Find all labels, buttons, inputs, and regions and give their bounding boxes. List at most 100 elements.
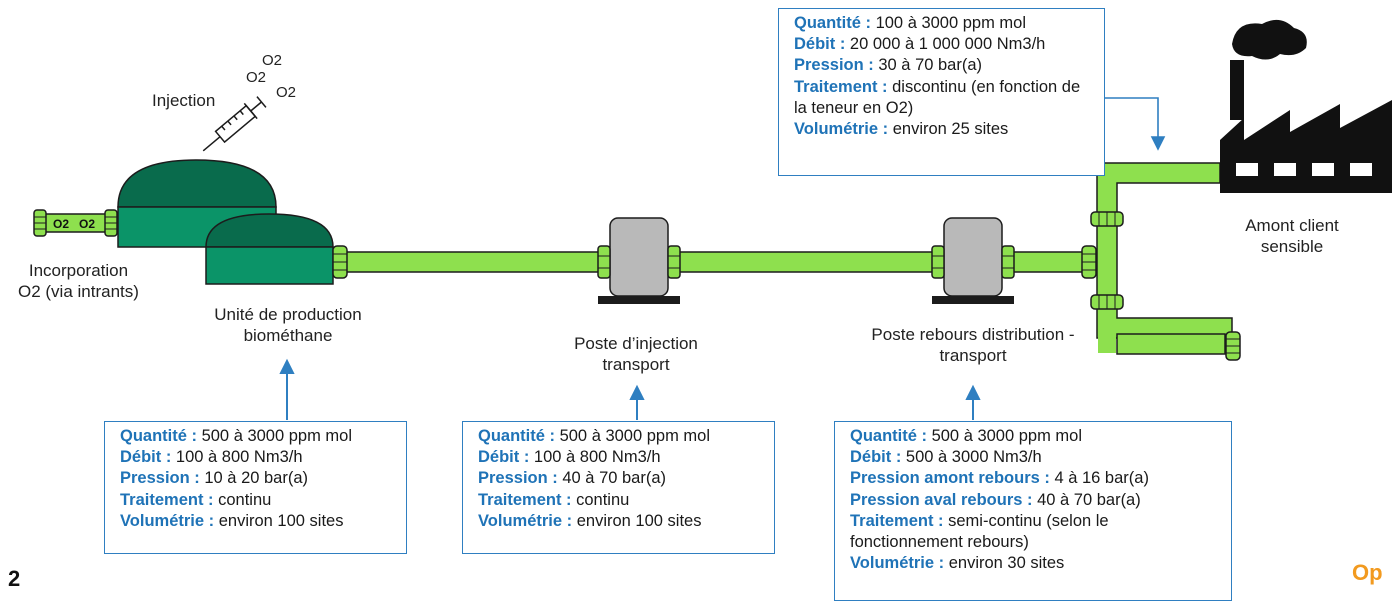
info-row: Volumétrie : environ 30 sites — [850, 553, 1221, 574]
coupling-riser-top — [1090, 211, 1124, 227]
info-key: Pression : — [794, 56, 874, 75]
info-key: Traitement : — [478, 490, 572, 509]
production-unit-label: Unité de production biométhane — [200, 304, 376, 346]
info-key: Volumétrie : — [794, 120, 889, 139]
info-value: 20 000 à 1 000 000 Nm3/h — [845, 35, 1046, 54]
info-row: Quantité : 500 à 3000 ppm mol — [478, 426, 764, 447]
o2-molecule-label-c: O2 — [276, 84, 297, 101]
info-key: Pression : — [120, 469, 200, 488]
info-key: Débit : — [794, 35, 846, 54]
rebours-station-label: Poste rebours distribution - transport — [840, 324, 1106, 366]
coupling-intake-left — [33, 209, 47, 237]
info-value: 500 à 3000 ppm mol — [927, 427, 1083, 445]
info-key: Pression amont rebours : — [850, 469, 1050, 488]
pipe-branch-bottom — [1116, 333, 1226, 355]
info-key: Traitement : — [120, 490, 214, 509]
info-value: 500 à 3000 Nm3/h — [901, 448, 1042, 467]
info-value: 4 à 16 bar(a) — [1049, 469, 1149, 488]
rebours-station-label-line1: Poste rebours distribution - — [871, 325, 1075, 344]
production-unit-label-line2: biométhane — [243, 326, 333, 345]
info-key: Débit : — [850, 448, 902, 467]
info-row: Pression : 40 à 70 bar(a) — [478, 468, 764, 489]
info-row: Pression aval rebours : 40 à 70 bar(a) — [850, 490, 1221, 511]
pipe-middle — [673, 251, 947, 273]
info-row: Quantité : 100 à 3000 ppm mol — [794, 13, 1094, 34]
rebours-station-label-line2: transport — [939, 346, 1007, 365]
info-value: semi-continu (selon le fonctionnement re… — [850, 511, 1109, 552]
info-key: Volumétrie : — [850, 554, 945, 573]
info-value: continu — [571, 490, 630, 509]
pipe-o2-label-1: O2 — [53, 217, 69, 231]
info-key: Pression aval rebours : — [850, 490, 1033, 509]
info-row: Traitement : continu — [120, 490, 396, 511]
syringe-icon — [202, 96, 267, 152]
info-value: environ 25 sites — [888, 120, 1009, 139]
info-key: Volumétrie : — [120, 511, 215, 530]
arrow-production — [279, 358, 295, 420]
client-label: Amont client sensible — [1224, 215, 1360, 257]
client-label-line1: Amont client — [1245, 216, 1339, 235]
station-rebours — [931, 217, 1015, 304]
o2-molecule-label-b: O2 — [246, 69, 267, 86]
arrow-injection — [629, 384, 645, 420]
incorporation-label-line1: Incorporation — [28, 261, 129, 280]
production-unit-label-line1: Unité de production — [214, 305, 362, 324]
pipe-intake — [39, 213, 113, 233]
coupling-digester-out — [332, 245, 348, 279]
info-value: 30 à 70 bar(a) — [873, 56, 983, 75]
info-key: Débit : — [478, 448, 530, 467]
info-row: Pression : 30 à 70 bar(a) — [794, 55, 1094, 76]
coupling-riser-bottom — [1090, 294, 1124, 310]
info-row: Traitement : semi-continu (selon le fonc… — [850, 511, 1221, 553]
info-row: Quantité : 500 à 3000 ppm mol — [850, 426, 1221, 447]
coupling-junction — [1081, 245, 1097, 279]
client-label-line2: sensible — [1260, 237, 1324, 256]
info-row: Volumétrie : environ 100 sites — [120, 511, 396, 532]
info-value: 40 à 70 bar(a) — [1032, 490, 1141, 509]
station-injection — [597, 217, 681, 304]
info-value: environ 100 sites — [214, 511, 344, 530]
pipe-riser — [1096, 162, 1233, 356]
info-key: Quantité : — [850, 427, 927, 445]
info-row: Débit : 20 000 à 1 000 000 Nm3/h — [794, 34, 1094, 55]
pipe-o2-label-2: O2 — [79, 217, 95, 231]
info-value: 100 à 800 Nm3/h — [171, 448, 303, 467]
info-value: continu — [213, 490, 272, 509]
coupling-end-cap — [1225, 331, 1241, 361]
info-key: Pression : — [478, 469, 558, 488]
info-key: Traitement : — [850, 511, 944, 530]
info-value: 100 à 3000 ppm mol — [871, 14, 1027, 32]
info-value: 100 à 800 Nm3/h — [529, 448, 661, 467]
info-key: Quantité : — [794, 14, 871, 32]
info-row: Volumétrie : environ 25 sites — [794, 119, 1094, 140]
pipe-to-junction — [1009, 251, 1089, 273]
info-key: Débit : — [120, 448, 172, 467]
info-key: Volumétrie : — [478, 511, 573, 530]
info-value: 500 à 3000 ppm mol — [197, 427, 353, 445]
injection-station-label-line1: Poste d’injection — [574, 334, 698, 353]
info-row: Volumétrie : environ 100 sites — [478, 511, 764, 532]
info-key: Quantité : — [478, 427, 555, 445]
injection-station-label: Poste d’injection transport — [548, 333, 724, 375]
info-key: Traitement : — [794, 77, 888, 96]
pipe-main — [339, 251, 616, 273]
incorporation-label-line2: O2 (via intrants) — [18, 282, 139, 301]
info-value: environ 100 sites — [572, 511, 702, 530]
factory-icon — [1220, 19, 1392, 193]
arrow-rebours — [965, 384, 981, 420]
info-row: Quantité : 500 à 3000 ppm mol — [120, 426, 396, 447]
info-row: Pression : 10 à 20 bar(a) — [120, 468, 396, 489]
info-value: 40 à 70 bar(a) — [557, 469, 667, 488]
page-number: 2 — [8, 566, 21, 591]
info-value: environ 30 sites — [944, 554, 1065, 573]
info-row: Débit : 100 à 800 Nm3/h — [478, 447, 764, 468]
info-key: Quantité : — [120, 427, 197, 445]
injection-label: Injection — [152, 91, 216, 110]
info-value: discontinu (en fonction de la teneur en … — [794, 77, 1081, 117]
